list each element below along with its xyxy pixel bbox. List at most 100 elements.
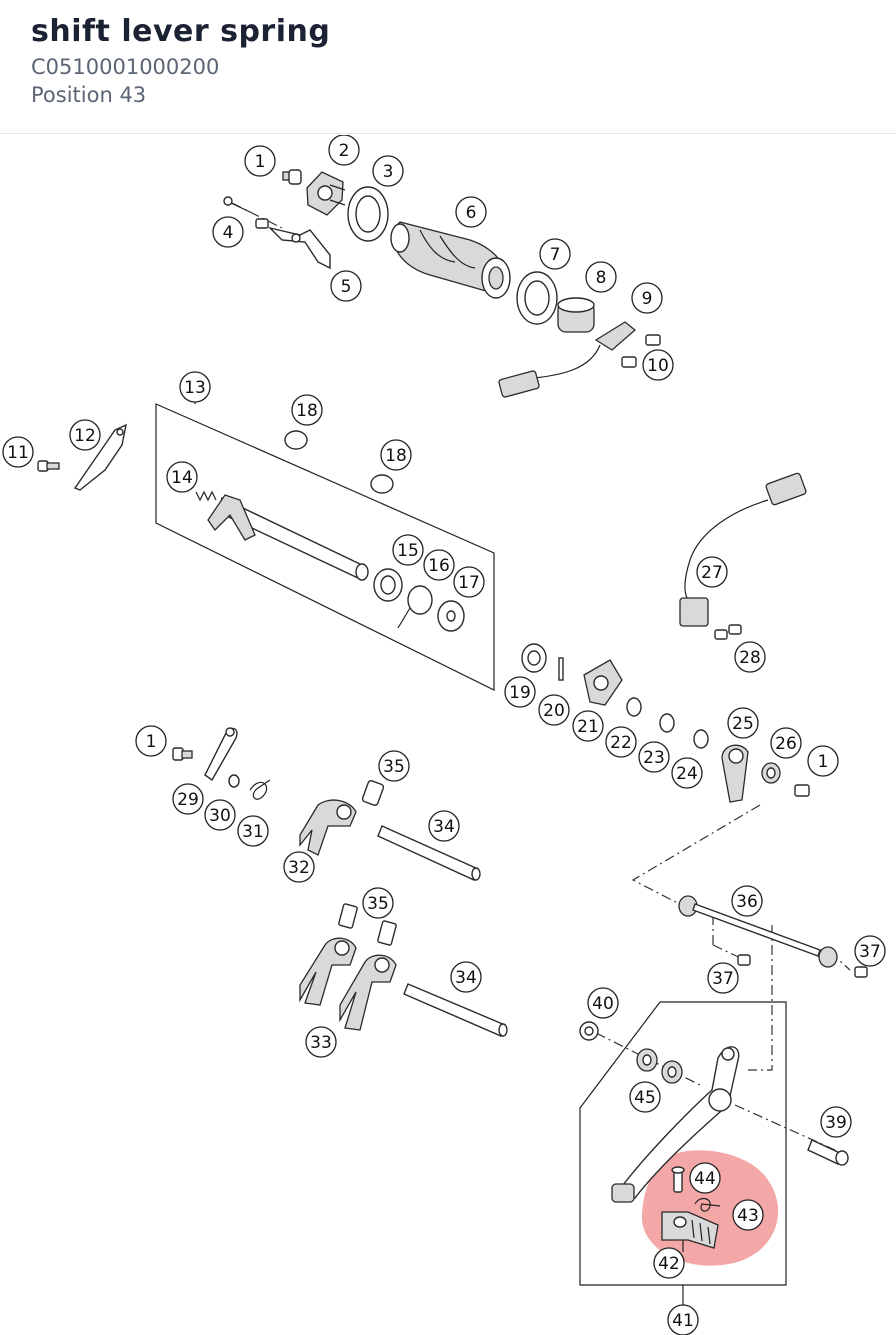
callout-44[interactable]: 44 xyxy=(689,1162,721,1194)
pin-part-44 xyxy=(671,1166,685,1193)
callout-number: 18 xyxy=(385,446,407,466)
clip-part-16 xyxy=(397,585,433,629)
pin-part-20 xyxy=(558,657,564,681)
callout-6[interactable]: 6 xyxy=(455,196,487,228)
screw-part-1b xyxy=(172,747,193,761)
callout-16[interactable]: 16 xyxy=(423,549,455,581)
callout-number: 5 xyxy=(341,277,352,297)
callout-number: 6 xyxy=(466,203,477,223)
screw-part-10 xyxy=(621,334,661,368)
seal-part-19 xyxy=(521,643,547,673)
callout-11[interactable]: 11 xyxy=(2,436,34,468)
callout-number: 36 xyxy=(736,892,758,912)
callout-25[interactable]: 25 xyxy=(727,707,759,739)
callout-1a[interactable]: 1 xyxy=(244,145,276,177)
shift-star-part-2 xyxy=(306,171,346,216)
callout-7[interactable]: 7 xyxy=(539,238,571,270)
callout-number: 17 xyxy=(458,573,480,593)
callout-number: 44 xyxy=(694,1169,716,1189)
callout-number: 1 xyxy=(146,732,157,752)
callout-number: 13 xyxy=(184,378,206,398)
callout-3[interactable]: 3 xyxy=(372,155,404,187)
callout-45[interactable]: 45 xyxy=(629,1081,661,1113)
callout-23[interactable]: 23 xyxy=(638,741,670,773)
callout-42[interactable]: 42 xyxy=(653,1247,685,1279)
callout-number: 34 xyxy=(455,968,477,988)
callout-14[interactable]: 14 xyxy=(166,461,198,493)
callout-number: 15 xyxy=(397,541,419,561)
callout-number: 19 xyxy=(509,683,531,703)
pin-part-35b xyxy=(338,903,397,946)
callout-number: 9 xyxy=(642,289,653,309)
callout-41[interactable]: 41 xyxy=(667,1304,699,1335)
cover-part-12 xyxy=(73,423,127,491)
callout-34a[interactable]: 34 xyxy=(428,810,460,842)
fork-rod-part-34b xyxy=(403,983,508,1037)
forks-part-33 xyxy=(299,937,397,1031)
fork-rod-part-34a xyxy=(377,825,481,881)
callout-5[interactable]: 5 xyxy=(330,270,362,302)
callout-18b[interactable]: 18 xyxy=(380,439,412,471)
callout-32[interactable]: 32 xyxy=(283,851,315,883)
callout-9[interactable]: 9 xyxy=(631,282,663,314)
pin-part-35a xyxy=(361,780,385,806)
callout-15[interactable]: 15 xyxy=(392,534,424,566)
callout-20[interactable]: 20 xyxy=(538,694,570,726)
callout-1b[interactable]: 1 xyxy=(135,725,167,757)
bolt-axis-39 xyxy=(734,1104,836,1151)
toe-peg-part-42 xyxy=(661,1211,719,1249)
callout-number: 31 xyxy=(242,822,264,842)
callout-21[interactable]: 21 xyxy=(572,710,604,742)
callout-number: 42 xyxy=(658,1254,680,1274)
callout-number: 18 xyxy=(296,401,318,421)
callout-29[interactable]: 29 xyxy=(172,783,204,815)
callout-35b[interactable]: 35 xyxy=(362,887,394,919)
callout-34b[interactable]: 34 xyxy=(450,961,482,993)
callout-39[interactable]: 39 xyxy=(820,1106,852,1138)
shift-lever-arm xyxy=(611,1046,740,1203)
washer-part-15 xyxy=(373,568,403,602)
callout-27[interactable]: 27 xyxy=(696,556,728,588)
group-box-13 xyxy=(155,403,495,691)
callout-number: 34 xyxy=(433,817,455,837)
callout-number: 22 xyxy=(610,733,632,753)
callout-12[interactable]: 12 xyxy=(69,419,101,451)
callout-18a[interactable]: 18 xyxy=(291,394,323,426)
callout-number: 45 xyxy=(634,1088,656,1108)
screw-part-1c xyxy=(794,784,810,797)
callout-number: 27 xyxy=(701,563,723,583)
callout-36[interactable]: 36 xyxy=(731,885,763,917)
callout-number: 30 xyxy=(209,806,231,826)
screw-part-4 xyxy=(223,196,269,229)
callout-13[interactable]: 13 xyxy=(179,371,211,403)
callout-24[interactable]: 24 xyxy=(671,757,703,789)
lever-arm xyxy=(204,727,238,782)
callout-26[interactable]: 26 xyxy=(770,727,802,759)
callout-40[interactable]: 40 xyxy=(587,987,619,1019)
callout-number: 10 xyxy=(647,356,669,376)
callout-30[interactable]: 30 xyxy=(204,799,236,831)
callout-number: 26 xyxy=(775,734,797,754)
callout-number: 35 xyxy=(367,894,389,914)
callout-number: 41 xyxy=(672,1311,694,1331)
callout-37a[interactable]: 37 xyxy=(854,935,886,967)
callout-1c[interactable]: 1 xyxy=(807,745,839,777)
callout-28[interactable]: 28 xyxy=(734,641,766,673)
callout-2[interactable]: 2 xyxy=(328,135,360,166)
callout-31[interactable]: 31 xyxy=(237,815,269,847)
callout-43[interactable]: 43 xyxy=(732,1199,764,1231)
callout-37b[interactable]: 37 xyxy=(707,962,739,994)
bearing-part-7 xyxy=(516,271,558,325)
callout-number: 14 xyxy=(171,468,193,488)
callout-33[interactable]: 33 xyxy=(305,1026,337,1058)
callout-8[interactable]: 8 xyxy=(585,261,617,293)
callout-22[interactable]: 22 xyxy=(605,726,637,758)
callout-19[interactable]: 19 xyxy=(504,676,536,708)
callout-35a[interactable]: 35 xyxy=(378,750,410,782)
screw-part-39 xyxy=(807,1139,849,1166)
callout-17[interactable]: 17 xyxy=(453,566,485,598)
callout-number: 3 xyxy=(383,162,394,182)
part-title: shift lever spring xyxy=(31,14,331,49)
callout-10[interactable]: 10 xyxy=(642,349,674,381)
callout-4[interactable]: 4 xyxy=(212,216,244,248)
